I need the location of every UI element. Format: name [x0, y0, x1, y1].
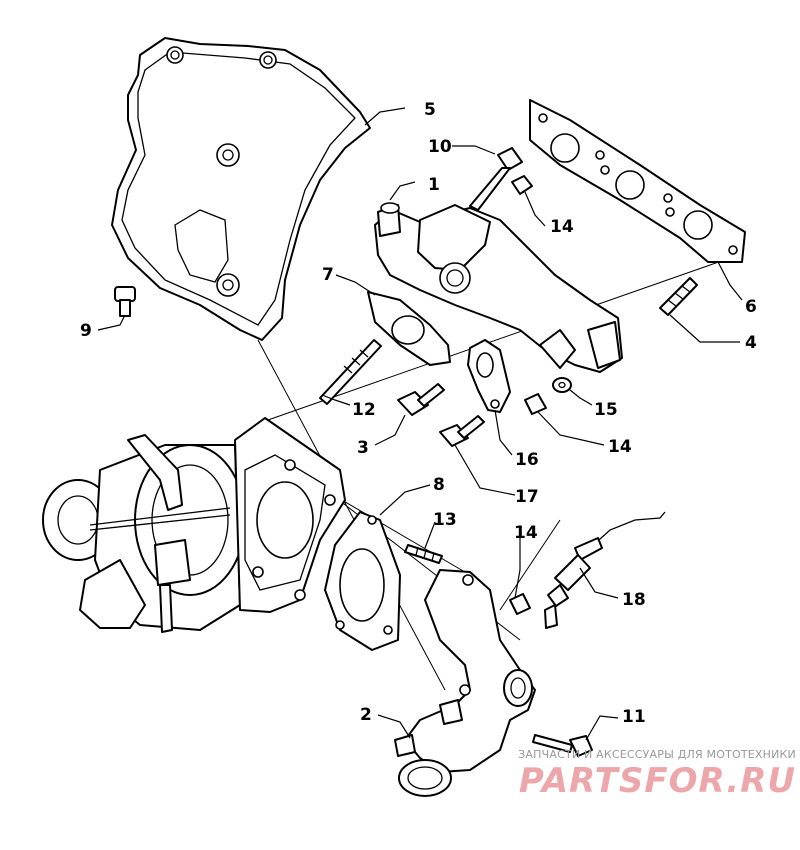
callout-6: 6: [745, 297, 757, 317]
callout-18: 18: [622, 590, 646, 610]
callout-16: 16: [515, 450, 539, 470]
callout-14-middle: 14: [608, 437, 632, 457]
callout-14-upper: 14: [550, 217, 574, 237]
callout-7: 7: [322, 265, 334, 285]
callout-11: 11: [622, 707, 646, 727]
callout-13: 13: [433, 510, 457, 530]
callout-2: 2: [360, 705, 372, 725]
stud-right: [659, 277, 698, 316]
callout-12: 12: [352, 400, 376, 420]
flange-bolt-3: [397, 383, 445, 416]
watermark-logo: PARTSFOR.RU: [518, 761, 796, 801]
downpipe-bolt: [532, 734, 593, 757]
nut-middle: [524, 393, 547, 415]
callout-9: 9: [80, 321, 92, 341]
nut-lower: [509, 593, 531, 615]
leader-lines: [97, 107, 743, 741]
manifold-gasket: [529, 99, 746, 263]
heat-shield: [111, 37, 371, 341]
callout-17: 17: [515, 487, 539, 507]
callout-8: 8: [433, 475, 445, 495]
downpipe: [394, 569, 536, 797]
oxygen-sensor: [544, 511, 666, 629]
bracket-plate: [467, 339, 511, 413]
callout-3: 3: [357, 438, 369, 458]
nut-upper: [511, 175, 533, 195]
stud-13: [404, 544, 443, 564]
callout-labels: 5 1 10 14 7 6 4 9 12 3 15 14 16 17 8 13 …: [80, 100, 757, 727]
callout-15: 15: [594, 400, 618, 420]
turbo-outlet-gasket: [324, 511, 401, 651]
shield-bolt: [114, 286, 136, 317]
exhaust-manifold: [374, 202, 623, 373]
callout-14-lower: 14: [514, 523, 538, 543]
callout-10: 10: [428, 137, 452, 157]
manifold-bolt: [469, 147, 523, 211]
stud-long: [319, 339, 382, 405]
turbocharger: [42, 417, 346, 633]
watermark-caption: ЗАПЧАСТИ И АКСЕССУАРЫ ДЛЯ МОТОТЕХНИКИ: [518, 748, 796, 761]
bracket-bolt-17: [439, 415, 485, 447]
watermark: ЗАПЧАСТИ И АКСЕССУАРЫ ДЛЯ МОТОТЕХНИКИ PA…: [476, 748, 796, 801]
callout-1: 1: [428, 175, 440, 195]
washer-15: [552, 377, 572, 393]
callout-5: 5: [424, 100, 436, 120]
turbo-inlet-gasket: [367, 291, 451, 366]
callout-4: 4: [745, 333, 757, 353]
